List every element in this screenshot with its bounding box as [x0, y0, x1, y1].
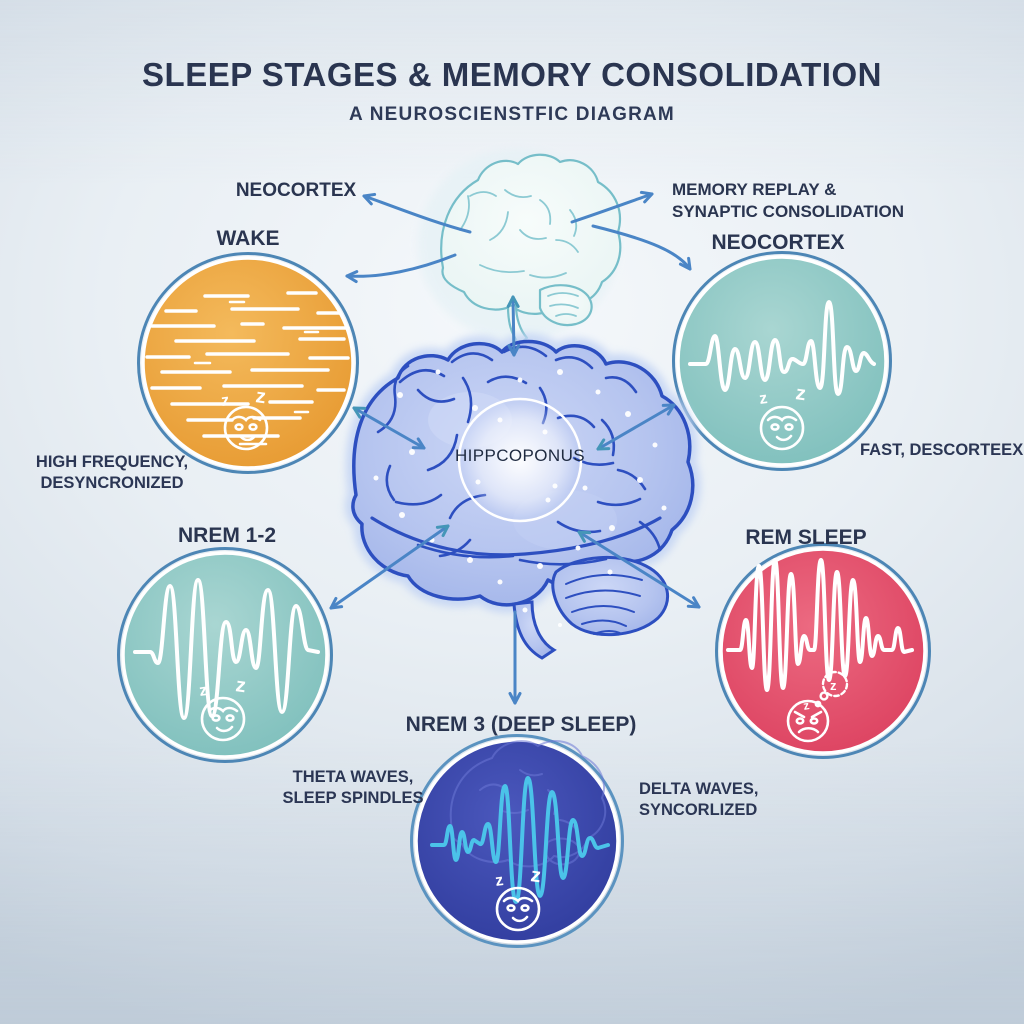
arrow-topbrain-to-memory-replay-label [570, 190, 654, 224]
nrem3-circle [414, 738, 620, 944]
stage-circle-neocortex: z z [672, 251, 892, 471]
desynchronized-activity-dashes-icon [145, 291, 350, 438]
arrow-topbrain-centralbrain [506, 295, 521, 357]
arrow-brain-neocortex [596, 403, 676, 451]
brain-outline-icon [418, 149, 622, 346]
sleep-z-glyph: z [254, 385, 267, 408]
arrow-brain-wake [352, 406, 426, 450]
stage-circle-rem: z z [715, 543, 931, 759]
nrem12-circle-ring [117, 547, 333, 763]
neocortex-circle-ring [672, 251, 892, 471]
sleeping-face-icon [759, 405, 805, 451]
sleep-z-glyph: z [758, 390, 768, 408]
stage-circle-nrem12: z z [117, 547, 333, 763]
hippocampus-glow [462, 402, 578, 518]
stage-circle-wake: z z [137, 252, 359, 474]
brain-icon [344, 333, 701, 660]
stage-circle-nrem3: z z [410, 734, 624, 948]
arrow-brain-nrem12 [329, 524, 450, 610]
sleep-z-glyph: z [198, 682, 208, 700]
sleep-z-glyph: z [802, 698, 810, 713]
arrow-topbrain-to-neocortex-label [362, 192, 472, 234]
sleep-z-glyph: z [794, 382, 807, 405]
dreaming-face-icon [786, 699, 830, 743]
arrow-topbrain-to-neocortex-circle [591, 224, 692, 271]
sleep-spindle-wave-icon [430, 776, 610, 904]
hippocampus-ring [457, 397, 583, 523]
rem-circle-ring [715, 543, 931, 759]
eeg-wave-icon [726, 558, 914, 692]
sleeping-face-icon [223, 405, 269, 451]
brainstem [512, 600, 557, 660]
faint-brain-icon [449, 740, 607, 868]
eeg-wave-icon [133, 578, 320, 720]
sleep-z-glyph: z [234, 674, 247, 697]
connection-arrows [329, 190, 701, 705]
sleeping-face-icon [200, 696, 246, 742]
nrem3-circle-ring [410, 734, 624, 948]
sleeping-face-icon [495, 886, 541, 932]
sleep-z-glyph: z [220, 392, 230, 410]
arrow-topbrain-to-wake-circle [345, 253, 457, 284]
eeg-wave-icon [688, 300, 876, 396]
wake-circle-ring [137, 252, 359, 474]
bubble-z-glyph: z [830, 678, 837, 693]
desynchronized-activity-dashes-small [193, 300, 320, 446]
sleep-z-glyph: z [529, 864, 542, 887]
sleep-z-glyph: z [494, 872, 504, 890]
arrow-brain-rem [577, 530, 701, 609]
